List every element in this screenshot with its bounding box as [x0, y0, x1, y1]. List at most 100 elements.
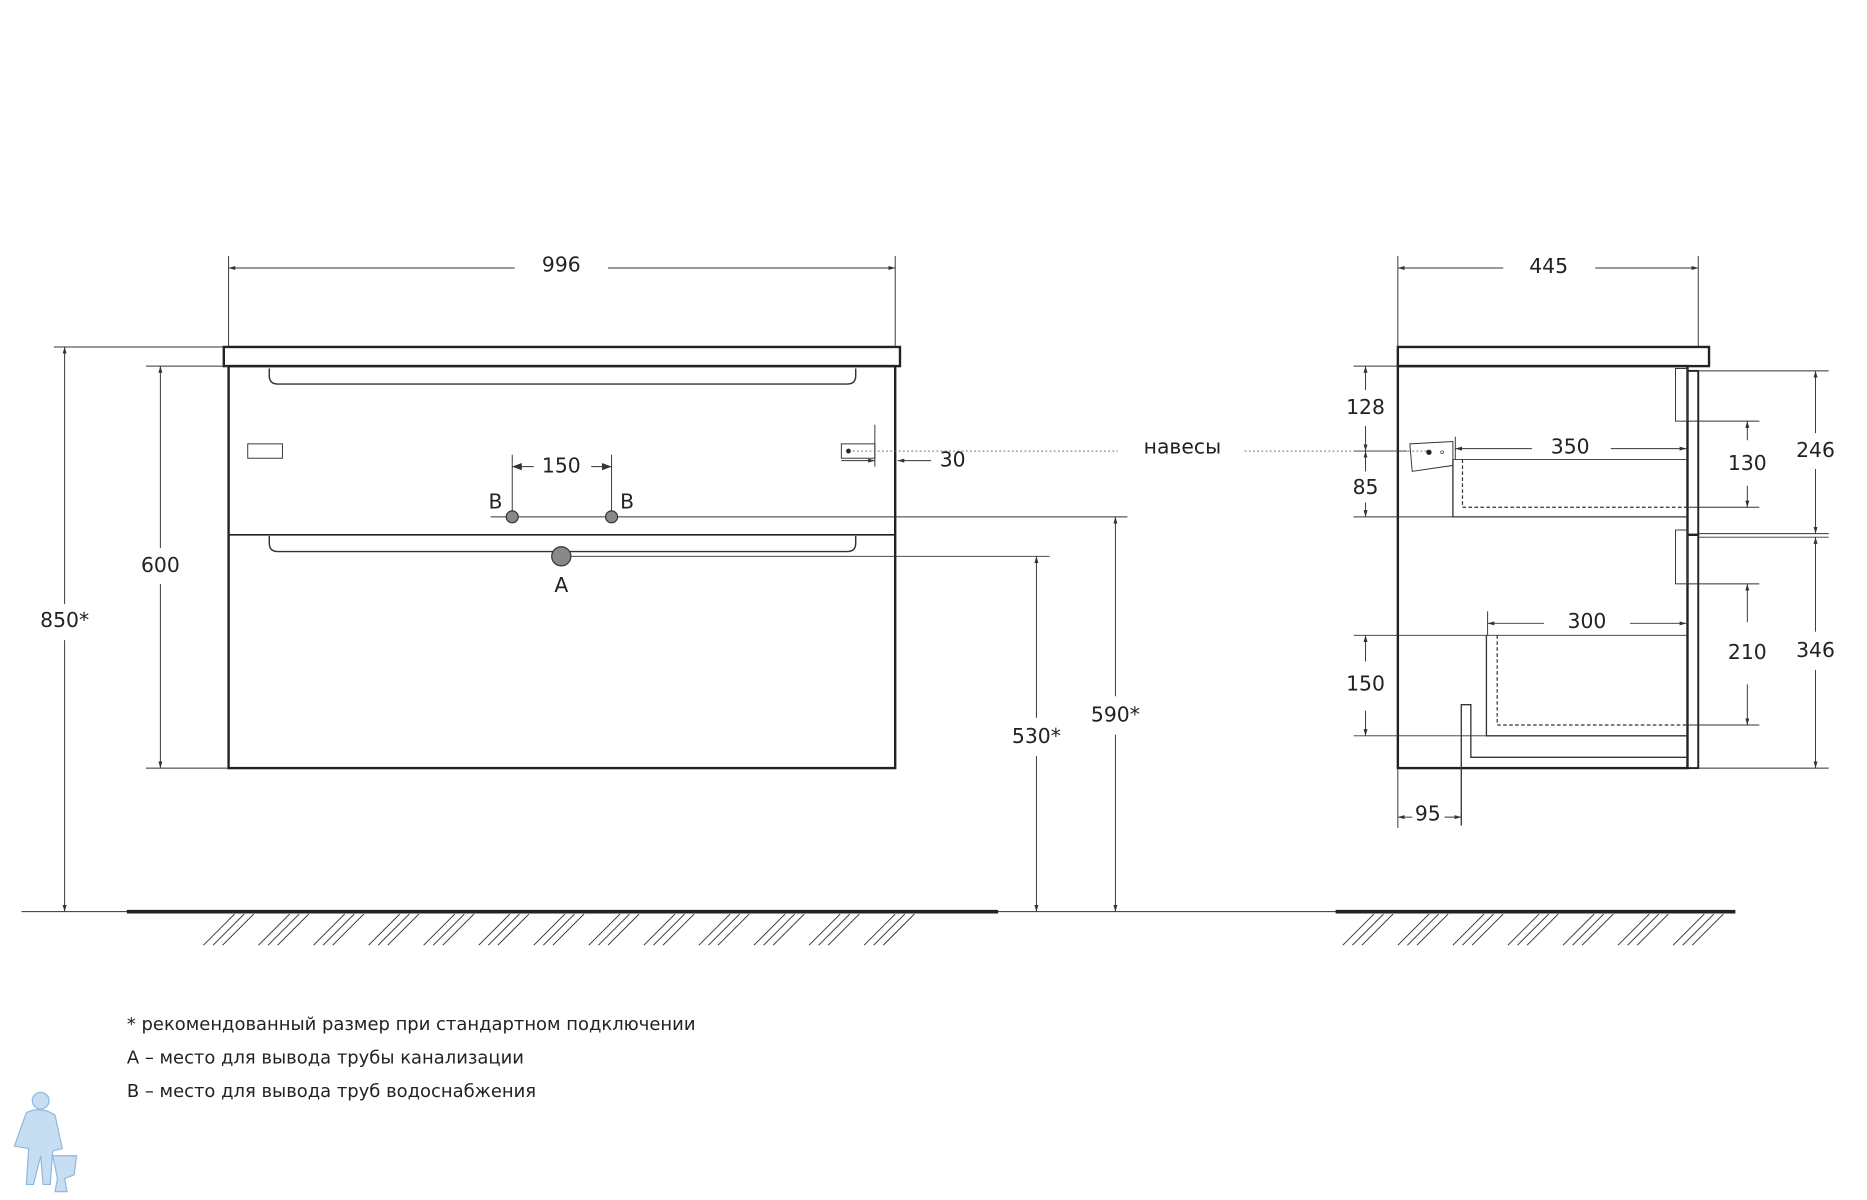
siphon-pipe — [1460, 704, 1687, 826]
dim-hinge-offset: 30 — [940, 448, 966, 472]
dim-body-height: 600 — [141, 553, 180, 577]
handle-recess-top — [1675, 368, 1688, 422]
floor-hatch-line — [808, 913, 841, 946]
note-recommended: * рекомендованный размер при стандартном… — [127, 1014, 696, 1035]
floor-hatch-line — [222, 913, 255, 946]
floor-hatch-line — [607, 913, 640, 946]
note-b: В – место для вывода труб водоснабжения — [127, 1081, 536, 1102]
side-countertop — [1396, 345, 1711, 368]
dim-pipe-spacing: 150 — [542, 454, 581, 478]
floor-hatch-line — [387, 913, 420, 946]
plumber-logo-icon — [13, 1091, 78, 1193]
floor-hatch-line — [653, 913, 685, 946]
hinges-label: навесы — [1144, 434, 1221, 458]
floor-hatch-line — [772, 913, 805, 946]
dim-water-height: 590* — [1091, 702, 1140, 726]
floor-hatch-line — [1471, 913, 1504, 946]
floor-hatch-line — [1342, 913, 1375, 946]
countertop — [222, 345, 902, 368]
floor-hatch-line — [487, 913, 520, 946]
floor-hatch-line — [497, 913, 530, 946]
floor-hatch-line — [377, 913, 410, 946]
floor-hatch-line — [827, 913, 860, 946]
floor-hatch-line — [1407, 913, 1439, 946]
floor-hatch-line — [478, 913, 511, 946]
floor-hatch-line — [698, 913, 731, 946]
floor-hatch-line — [763, 913, 796, 946]
dim-total-height: 850* — [40, 608, 89, 632]
side-hinge — [1409, 440, 1454, 472]
floor-hatch-line — [212, 913, 245, 946]
floor-hatch-line — [368, 913, 401, 946]
water-pipe-left — [505, 510, 519, 524]
dim-drain-height: 530* — [1012, 724, 1061, 748]
floor-hatch-line — [873, 913, 906, 946]
dim-210: 210 — [1728, 640, 1767, 664]
dim-width: 996 — [542, 253, 581, 277]
floor-hatch-line — [1416, 913, 1449, 946]
dim-246: 246 — [1796, 438, 1835, 462]
floor-hatch-line — [708, 913, 740, 946]
floor-hatch-line — [643, 913, 676, 946]
side-view: 445 128 85 350 130 246 346 210 — [1346, 254, 1835, 828]
note-a: А – место для вывода трубы канализации — [127, 1048, 524, 1069]
floor-hatch-line — [1462, 913, 1494, 946]
floor — [21, 909, 1736, 946]
floor-hatch-line — [322, 913, 355, 946]
floor-hatch-line — [432, 913, 465, 946]
floor-hatch-line — [277, 913, 310, 946]
label-a: A — [554, 573, 568, 597]
floor-hatch-line — [423, 913, 456, 946]
floor-hatch-line — [662, 913, 695, 946]
dim-95: 95 — [1415, 802, 1441, 826]
floor-hatch-line — [717, 913, 750, 946]
floor-hatch-line — [1352, 913, 1384, 946]
floor-hatch-line — [1562, 913, 1595, 946]
floor-hatch-line — [753, 913, 786, 946]
handle-recess-bottom — [1675, 529, 1688, 585]
floor-hatch-line — [442, 913, 475, 946]
floor-hatch-line — [818, 913, 851, 946]
floor-hatch-line — [1636, 913, 1669, 946]
dim-130: 130 — [1728, 451, 1767, 475]
floor-hatch-line — [1397, 913, 1430, 946]
front-view: 996 850* 600 150 B B A 530* 590* — [40, 253, 1140, 912]
dim-350: 350 — [1551, 434, 1590, 458]
floor-hatch-line — [1682, 913, 1715, 946]
floor-hatch-line — [1581, 913, 1614, 946]
floor-hatch-line — [258, 913, 290, 946]
front-panel — [1686, 369, 1700, 770]
upper-drawer — [1452, 459, 1687, 518]
floor-hatch-line — [1617, 913, 1650, 946]
floor-hatch-line — [533, 913, 566, 946]
dim-300: 300 — [1568, 609, 1607, 633]
floor-hatch-line — [1452, 913, 1485, 946]
floor-hatch-line — [267, 913, 300, 946]
dim-128: 128 — [1346, 395, 1385, 419]
floor-hatch-line — [863, 913, 896, 946]
cabinet-body — [227, 364, 897, 770]
floor-hatch-line — [1572, 913, 1605, 946]
floor-hatch-line — [1672, 913, 1705, 946]
floor-hatch-line — [1361, 913, 1394, 946]
floor-hatch-line — [882, 913, 915, 946]
floor-hatch-line — [1691, 913, 1724, 946]
dim-depth: 445 — [1529, 254, 1568, 278]
floor-hatch-line — [1526, 913, 1559, 946]
floor-hatch-line — [598, 913, 630, 946]
dim-85: 85 — [1353, 475, 1379, 499]
label-b-left: B — [488, 489, 502, 513]
floor-hatch-line — [1507, 913, 1540, 946]
floor-hatch-line — [588, 913, 621, 946]
water-pipe-right — [604, 510, 619, 524]
floor-hatch-line — [332, 913, 365, 946]
floor-hatch-line — [313, 913, 346, 946]
drain-pipe — [551, 546, 572, 567]
side-body — [1396, 364, 1689, 770]
dim-346: 346 — [1796, 638, 1835, 662]
hinge-left — [247, 443, 283, 459]
floor-hatch-line — [203, 913, 235, 946]
label-b-right: B — [620, 489, 634, 513]
handle-groove-top — [268, 368, 857, 385]
